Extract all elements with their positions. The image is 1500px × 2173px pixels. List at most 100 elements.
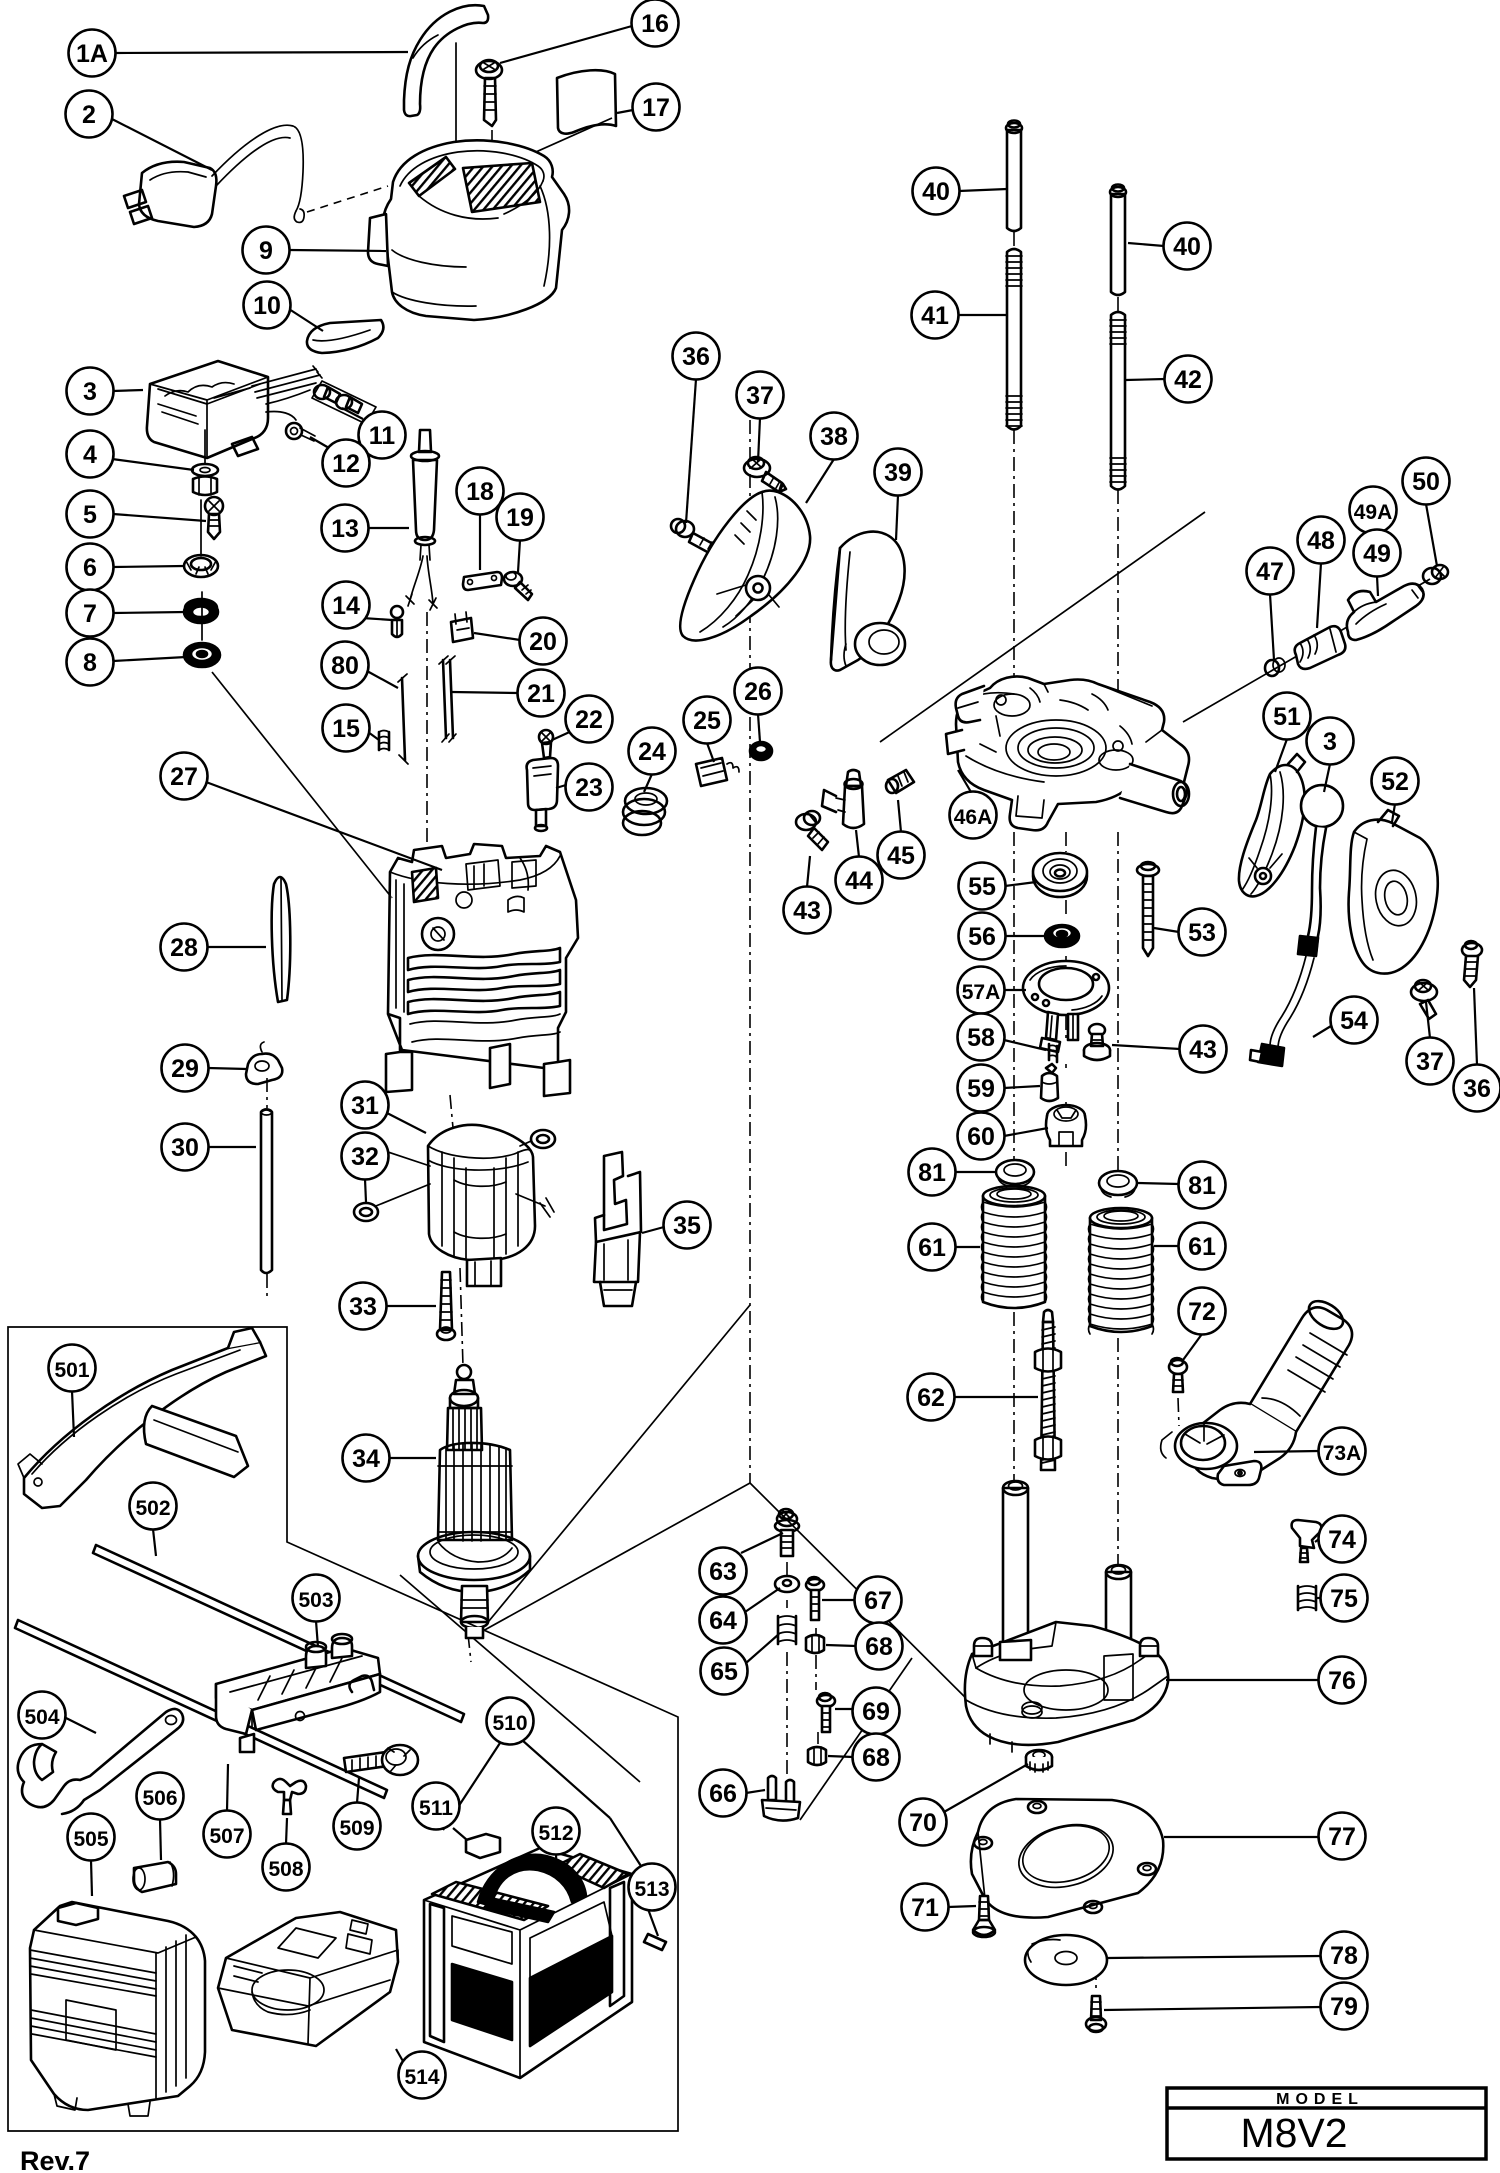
svg-text:511: 511 (419, 1797, 453, 1820)
svg-text:35: 35 (673, 1212, 701, 1240)
svg-text:69: 69 (862, 1698, 890, 1726)
svg-text:29: 29 (171, 1055, 199, 1083)
svg-text:Rev.7: Rev.7 (20, 2146, 90, 2173)
svg-text:505: 505 (73, 1828, 108, 1851)
svg-text:68: 68 (865, 1633, 893, 1661)
svg-text:49A: 49A (1354, 501, 1393, 524)
svg-text:72: 72 (1188, 1298, 1216, 1326)
svg-text:54: 54 (1340, 1007, 1368, 1035)
svg-text:510: 510 (492, 1712, 527, 1735)
svg-text:77: 77 (1328, 1823, 1356, 1851)
svg-text:67: 67 (864, 1587, 892, 1615)
svg-text:16: 16 (641, 10, 669, 38)
svg-text:18: 18 (466, 478, 494, 506)
svg-text:37: 37 (1416, 1048, 1444, 1076)
svg-text:3: 3 (1323, 728, 1337, 756)
svg-text:502: 502 (135, 1497, 170, 1520)
svg-text:M8V2: M8V2 (1240, 2110, 1347, 2156)
svg-text:8: 8 (83, 649, 97, 677)
svg-text:17: 17 (642, 94, 670, 122)
svg-text:6: 6 (83, 554, 97, 582)
svg-text:501: 501 (54, 1359, 89, 1382)
svg-text:73A: 73A (1323, 1442, 1362, 1465)
svg-text:39: 39 (884, 459, 912, 487)
svg-text:2: 2 (82, 101, 96, 129)
svg-text:20: 20 (529, 628, 557, 656)
svg-text:64: 64 (709, 1607, 737, 1635)
svg-text:47: 47 (1256, 558, 1284, 586)
svg-text:81: 81 (918, 1159, 946, 1187)
svg-text:71: 71 (911, 1894, 939, 1922)
svg-text:43: 43 (1189, 1036, 1217, 1064)
svg-text:33: 33 (349, 1293, 377, 1321)
svg-text:57A: 57A (962, 981, 1001, 1004)
svg-text:42: 42 (1174, 366, 1202, 394)
svg-text:509: 509 (339, 1817, 374, 1840)
svg-text:503: 503 (298, 1589, 333, 1612)
svg-text:38: 38 (820, 423, 848, 451)
svg-text:56: 56 (968, 923, 996, 951)
svg-text:60: 60 (967, 1123, 995, 1151)
svg-text:504: 504 (24, 1706, 59, 1729)
svg-text:40: 40 (922, 178, 950, 206)
svg-text:13: 13 (331, 515, 359, 543)
svg-text:4: 4 (83, 441, 97, 469)
svg-text:28: 28 (170, 934, 198, 962)
svg-text:78: 78 (1330, 1942, 1358, 1970)
svg-text:79: 79 (1330, 1993, 1358, 2021)
svg-text:34: 34 (352, 1445, 380, 1473)
svg-text:14: 14 (332, 592, 360, 620)
svg-text:21: 21 (527, 680, 555, 708)
svg-text:62: 62 (917, 1384, 945, 1412)
svg-text:512: 512 (538, 1822, 573, 1845)
svg-text:80: 80 (331, 652, 359, 680)
svg-text:26: 26 (744, 678, 772, 706)
svg-text:MODEL: MODEL (1276, 2091, 1364, 2108)
svg-text:55: 55 (968, 873, 996, 901)
svg-text:3: 3 (83, 378, 97, 406)
svg-text:61: 61 (918, 1234, 946, 1262)
svg-text:51: 51 (1273, 703, 1301, 731)
svg-text:61: 61 (1188, 1233, 1216, 1261)
svg-text:66: 66 (709, 1780, 737, 1808)
svg-text:11: 11 (369, 422, 396, 450)
svg-text:32: 32 (351, 1143, 379, 1171)
svg-text:46A: 46A (954, 806, 993, 829)
svg-text:27: 27 (170, 763, 198, 791)
svg-text:59: 59 (967, 1075, 995, 1103)
svg-text:58: 58 (967, 1024, 995, 1052)
svg-text:30: 30 (171, 1134, 199, 1162)
svg-text:74: 74 (1328, 1526, 1356, 1554)
svg-text:43: 43 (793, 897, 821, 925)
svg-text:36: 36 (1463, 1075, 1491, 1103)
svg-text:24: 24 (638, 738, 666, 766)
svg-text:49: 49 (1363, 540, 1391, 568)
svg-text:53: 53 (1188, 919, 1216, 947)
svg-text:37: 37 (746, 382, 774, 410)
svg-text:41: 41 (921, 302, 949, 330)
svg-text:25: 25 (693, 707, 721, 735)
svg-text:81: 81 (1188, 1172, 1216, 1200)
svg-text:76: 76 (1328, 1667, 1356, 1695)
svg-text:68: 68 (862, 1744, 890, 1772)
svg-text:63: 63 (709, 1558, 737, 1586)
svg-text:19: 19 (506, 504, 534, 532)
svg-text:45: 45 (887, 842, 915, 870)
svg-text:52: 52 (1381, 768, 1409, 796)
svg-text:7: 7 (83, 600, 97, 628)
svg-text:65: 65 (710, 1658, 738, 1686)
svg-text:36: 36 (682, 343, 710, 371)
svg-text:10: 10 (253, 292, 281, 320)
svg-text:508: 508 (268, 1858, 303, 1881)
svg-text:75: 75 (1330, 1585, 1358, 1613)
svg-text:40: 40 (1173, 233, 1201, 261)
svg-text:23: 23 (575, 774, 603, 802)
svg-text:513: 513 (634, 1878, 669, 1901)
svg-text:9: 9 (259, 237, 273, 265)
svg-text:70: 70 (909, 1809, 937, 1837)
svg-text:5: 5 (83, 501, 97, 529)
svg-text:48: 48 (1307, 527, 1335, 555)
svg-text:12: 12 (332, 450, 360, 478)
svg-text:22: 22 (575, 706, 603, 734)
svg-text:44: 44 (845, 867, 873, 895)
